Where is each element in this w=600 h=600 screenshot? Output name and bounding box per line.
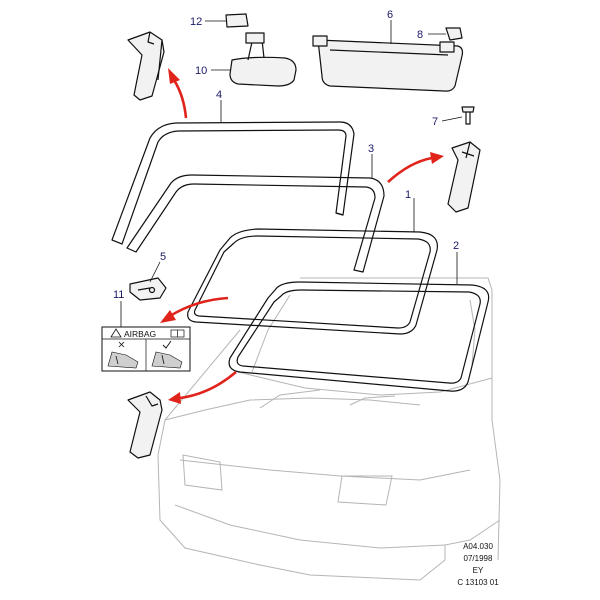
arrow-to-top-left-detail	[172, 79, 188, 119]
manual-book-icon	[170, 329, 185, 338]
leader-lines	[120, 20, 463, 327]
callout-7: 7	[432, 116, 438, 128]
airbag-warning-label: AIRBAG	[101, 326, 191, 372]
reference-model: EY	[473, 566, 484, 575]
callout-2: 2	[453, 240, 459, 252]
callout-3: 3	[368, 143, 374, 155]
callout-4: 4	[216, 89, 222, 101]
callout-5: 5	[160, 251, 166, 263]
rear-view-mirror	[229, 32, 297, 87]
sun-visor	[312, 35, 464, 92]
car-body-outline	[157, 277, 501, 581]
callout-8: 8	[417, 29, 423, 41]
airbag-label-text: AIRBAG	[124, 329, 156, 339]
arrow-to-right-detail	[387, 156, 433, 183]
windshield-weatherstrip	[228, 281, 490, 392]
windshield-moulding-outer	[111, 121, 355, 245]
arrow-to-bottom-left-detail	[179, 371, 237, 400]
callout-numbers: 1 2 3 4 5 6 7 8 10 11 12	[113, 9, 459, 301]
child-seat-rearfacing-icon	[107, 351, 139, 369]
cross-icon	[118, 341, 125, 348]
reference-code: A04.030	[463, 542, 493, 551]
section-detail-top-left	[127, 31, 165, 101]
windshield-moulding-inner	[126, 174, 385, 273]
detail-arrows	[160, 68, 444, 404]
mirror-cover	[225, 13, 249, 28]
callout-11: 11	[113, 289, 124, 301]
reference-drawing-number: C 13103 01	[457, 578, 499, 587]
reference-block: A04.030 07/1998 EY C 13103 01	[457, 542, 499, 587]
check-icon	[162, 340, 172, 349]
callout-6: 6	[387, 9, 393, 21]
callout-12: 12	[190, 16, 202, 28]
warning-triangle-icon	[110, 328, 122, 338]
arrow-to-airbag-label	[169, 296, 229, 318]
section-detail-right	[447, 141, 481, 213]
mounting-bracket	[129, 277, 167, 301]
reference-date: 07/1998	[464, 554, 493, 563]
visor-screw	[461, 106, 475, 125]
callout-1: 1	[405, 189, 411, 201]
child-seat-forward-icon	[151, 351, 183, 369]
windshield-glass	[187, 228, 438, 335]
visor-clip	[445, 27, 463, 41]
section-detail-bottom-left	[127, 391, 163, 459]
callout-10: 10	[195, 65, 207, 77]
